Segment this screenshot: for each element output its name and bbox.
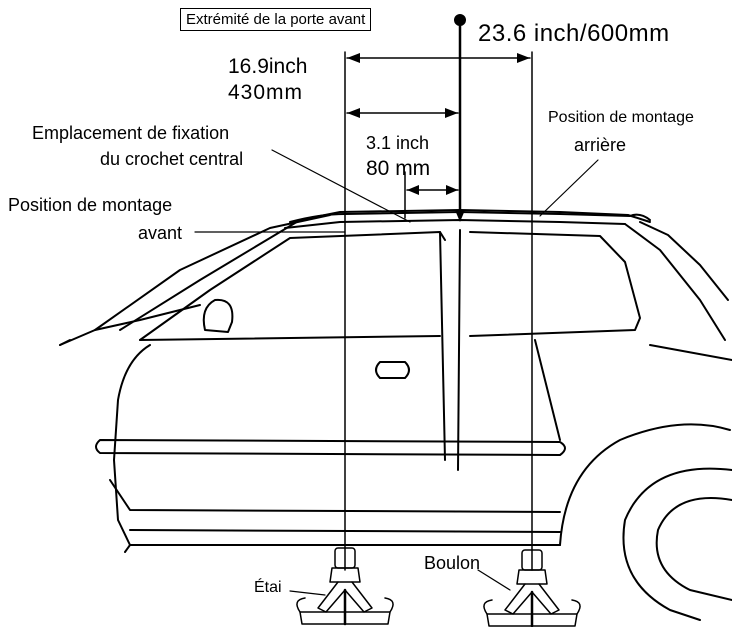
- front-mount-label-line2: avant: [138, 223, 183, 243]
- center-hook-label-line1: Emplacement de fixation: [32, 123, 230, 143]
- bolt-label: Boulon: [424, 553, 481, 573]
- door-edge-label: Extrémité de la porte avant: [180, 8, 372, 31]
- dimension-600mm-label: 23.6 inch/600mm: [478, 20, 670, 47]
- dimension-430mm-inch-label: 16.9inch: [228, 55, 308, 78]
- mounting-guide-lines: [344, 18, 533, 571]
- leader-lines: [194, 149, 599, 596]
- foot-label: Étai: [254, 579, 282, 596]
- center-hook-label-line2: du crochet central: [100, 149, 244, 169]
- dimension-80mm-inch-label: 3.1 inch: [366, 133, 430, 153]
- rear-foot-bracket: [483, 549, 581, 627]
- roof-rack-rails: [289, 211, 651, 223]
- rear-mount-label-line1: Position de montage: [548, 109, 694, 126]
- dimension-arrows: [346, 53, 531, 195]
- door-edge-marker: [454, 14, 466, 26]
- dimension-430mm-mm-label: 430mm: [228, 81, 304, 104]
- dimension-80mm-mm-label: 80 mm: [366, 157, 431, 180]
- car-body: [59, 209, 732, 621]
- rear-mount-label-line2: arrière: [574, 135, 627, 155]
- front-mount-label-line1: Position de montage: [8, 195, 173, 215]
- front-foot-bracket: [296, 547, 394, 626]
- door-edge-arrowhead: [455, 210, 465, 222]
